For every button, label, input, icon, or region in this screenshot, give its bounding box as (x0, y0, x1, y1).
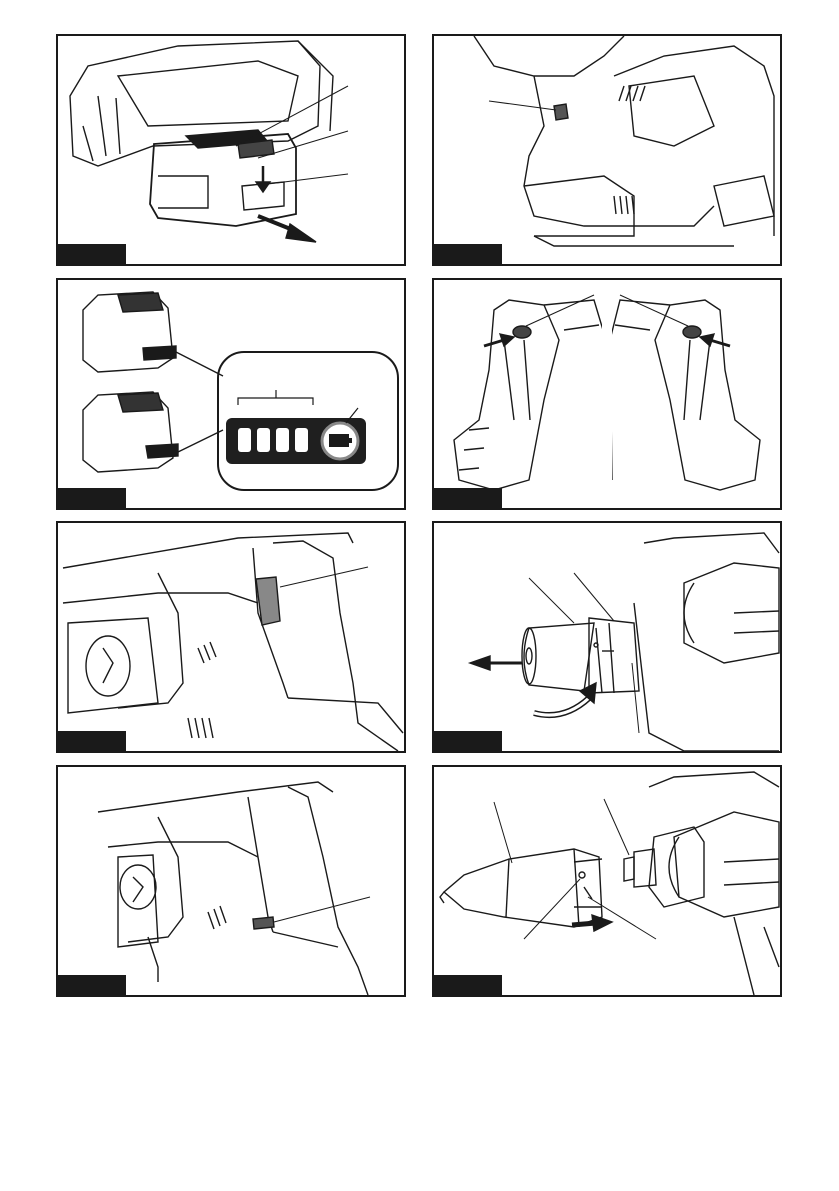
indicator-lamp-3 (276, 428, 289, 452)
figure-tag (58, 975, 126, 995)
tool-side-illustration (98, 782, 368, 995)
chuck-illustration (440, 849, 602, 927)
tool-front-illustration (634, 533, 779, 751)
figure-tag (434, 488, 502, 508)
indicator-lamp-1 (238, 428, 251, 452)
figure-battery-indicator-lamps (56, 278, 406, 510)
callout-lines (529, 573, 639, 733)
side-button-right-icon (683, 326, 701, 338)
figure-tag (58, 244, 126, 264)
arrow-slide-out-icon (258, 216, 316, 242)
callout-line (280, 567, 368, 587)
battery-pack-top-illustration (83, 292, 176, 372)
indicator-window-icon (554, 104, 568, 120)
battery-icon (329, 434, 352, 447)
figure-tag (434, 244, 502, 264)
side-button-left-icon (513, 326, 531, 338)
tool-housing-illustration (474, 36, 774, 246)
indicator-lamp-4 (295, 428, 308, 452)
tool-side-illustration (63, 533, 403, 751)
arrow-rotate-icon (534, 683, 596, 715)
figure-tag (434, 731, 502, 751)
chuck-illustration (522, 618, 639, 693)
indicator-magnified-view (218, 352, 398, 490)
side-lamp-icon (253, 917, 274, 929)
figure-battery-removal (56, 34, 406, 266)
battery-pack-bottom-illustration (83, 392, 178, 472)
figure-tool-side-lamp (56, 765, 406, 997)
tool-front-illustration (624, 772, 779, 995)
figure-grip-side-buttons (432, 278, 782, 510)
figure-chuck-installation (432, 765, 782, 997)
figure-tag (58, 731, 126, 751)
figure-chuck-removal (432, 521, 782, 753)
arrow-press-left-icon (484, 334, 514, 346)
magnifier-lines (176, 352, 223, 452)
figure-tag (434, 975, 502, 995)
figure-tag (58, 488, 126, 508)
figure-tool-rear-indicator (432, 34, 782, 266)
callout-line (489, 101, 556, 110)
arrow-down-icon (256, 166, 270, 192)
callout-line (274, 897, 370, 922)
figure-switch-trigger-lamp (56, 521, 406, 753)
arrow-press-right-icon (700, 334, 730, 346)
indicator-lamp-2 (257, 428, 270, 452)
battery-pack-illustration (150, 130, 296, 226)
arrow-pull-out-icon (470, 656, 522, 670)
vent-slots-icon (614, 86, 645, 214)
